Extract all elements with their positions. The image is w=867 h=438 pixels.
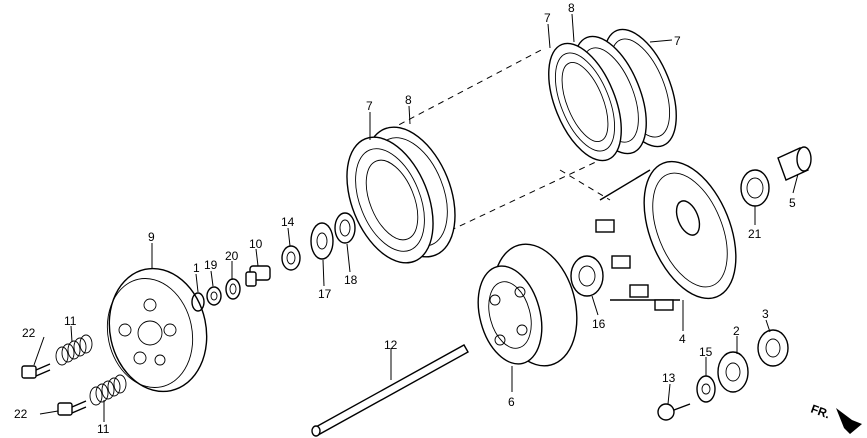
label-part-11-lower: 11 — [97, 422, 110, 436]
label-part-8-middle: 8 — [405, 93, 412, 107]
bolt-lower — [57, 400, 87, 416]
label-part-5: 5 — [789, 196, 796, 210]
label-part-4: 4 — [679, 332, 686, 346]
friction-plate-stack-upper — [548, 28, 677, 162]
part-labels: 22 22 11 11 9 1 19 20 10 14 17 18 7 8 7 … — [14, 1, 796, 436]
label-part-7-middle: 7 — [366, 99, 373, 113]
label-part-22-lower: 22 — [14, 407, 28, 421]
label-part-15: 15 — [699, 345, 713, 359]
front-direction-indicator: FR. — [809, 402, 862, 434]
leader-lines — [33, 13, 799, 422]
spring-upper — [55, 334, 93, 366]
label-part-6: 6 — [508, 395, 515, 409]
label-part-7-right: 7 — [674, 34, 681, 48]
label-part-9: 9 — [148, 230, 155, 244]
clutch-outer — [595, 160, 737, 311]
small-hardware — [191, 146, 812, 421]
label-part-2: 2 — [733, 324, 740, 338]
bolt-upper — [21, 363, 51, 379]
spring-lower — [89, 374, 127, 406]
label-part-1: 1 — [193, 261, 200, 275]
label-part-14: 14 — [281, 215, 295, 229]
label-part-12: 12 — [384, 338, 398, 352]
label-part-22-upper: 22 — [22, 326, 36, 340]
guide-lines — [369, 47, 611, 241]
pressure-plate — [106, 267, 208, 393]
friction-plate-pair — [346, 126, 456, 264]
label-part-13: 13 — [662, 371, 676, 385]
springs-and-bolts — [21, 334, 127, 416]
label-part-16: 16 — [592, 317, 606, 331]
front-arrow-icon — [836, 408, 862, 434]
label-part-21: 21 — [748, 227, 762, 241]
label-part-19: 19 — [204, 258, 218, 272]
clutch-center — [477, 243, 578, 367]
push-rod — [311, 344, 469, 437]
label-part-3: 3 — [762, 307, 769, 321]
label-part-8-upper: 8 — [568, 1, 575, 15]
label-part-10: 10 — [249, 237, 263, 251]
label-part-20: 20 — [225, 249, 239, 263]
label-part-18: 18 — [344, 273, 358, 287]
label-part-11-upper: 11 — [64, 314, 77, 328]
label-part-17: 17 — [318, 287, 332, 301]
label-part-7-upper: 7 — [544, 11, 551, 25]
front-label: FR. — [809, 402, 832, 422]
snap-ring-1 — [191, 292, 205, 312]
